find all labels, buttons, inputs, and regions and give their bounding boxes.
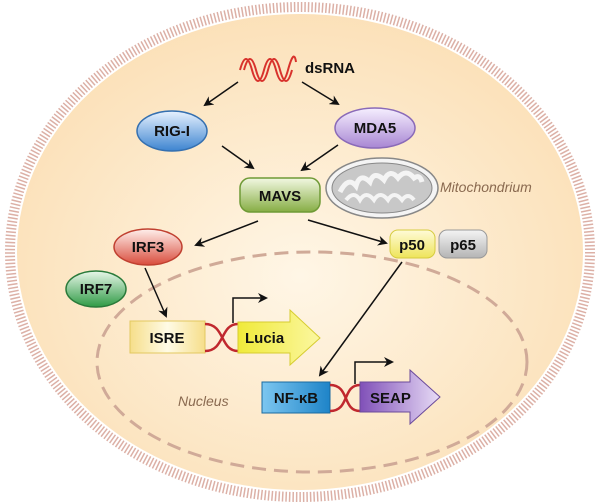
mitochondrion-icon: [325, 157, 439, 219]
p65-label: p65: [450, 237, 476, 254]
arrow-mda5-mavs: [300, 144, 339, 172]
p50-node: [389, 229, 436, 259]
lucia-arrow: [237, 308, 321, 367]
p65-node: [438, 229, 488, 259]
isre-box: [129, 320, 206, 354]
arrow-p50-nfkb: [318, 261, 403, 377]
arrow-irf3-isre: [144, 267, 168, 318]
nucleus-label: Nucleus: [178, 393, 229, 409]
arrow-mavs-irf3: [194, 220, 259, 247]
seap-arrow: [359, 368, 441, 426]
irf3-node: [113, 228, 183, 266]
mda5-label: MDA5: [354, 120, 397, 137]
arrow-mavs-p50: [307, 219, 388, 246]
mavs-label: MAVS: [259, 188, 301, 205]
arrow-dsrna-rigi: [203, 81, 239, 107]
dsrna-icon: [239, 55, 297, 82]
dna-linker-icon: [204, 322, 239, 353]
dsrna-label: dsRNA: [305, 60, 355, 77]
nfkb-label: NF-κB: [274, 390, 318, 407]
rigi-label: RIG-I: [154, 123, 190, 140]
mavs-node: [239, 177, 321, 213]
irf7-label: IRF7: [80, 281, 113, 298]
mitochondrium-label: Mitochondrium: [440, 179, 532, 195]
isre-label: ISRE: [149, 330, 184, 347]
promoter-arrow-icon: [354, 357, 394, 384]
irf7-node: [65, 270, 127, 308]
seap-label: SEAP: [370, 390, 411, 407]
irf3-label: IRF3: [132, 239, 165, 256]
p50-label: p50: [399, 237, 425, 254]
nucleus-envelope: [95, 250, 529, 474]
arrow-dsrna-mda5: [301, 81, 340, 106]
promoter-arrow-icon: [232, 293, 268, 323]
cell-membrane: [5, 2, 595, 502]
dna-linker-icon: [329, 383, 361, 413]
lucia-label: Lucia: [245, 330, 285, 347]
mda5-node: [334, 107, 416, 149]
arrow-rigi-mavs: [221, 145, 255, 170]
nfkb-box: [261, 381, 331, 414]
rigi-node: [136, 110, 208, 152]
